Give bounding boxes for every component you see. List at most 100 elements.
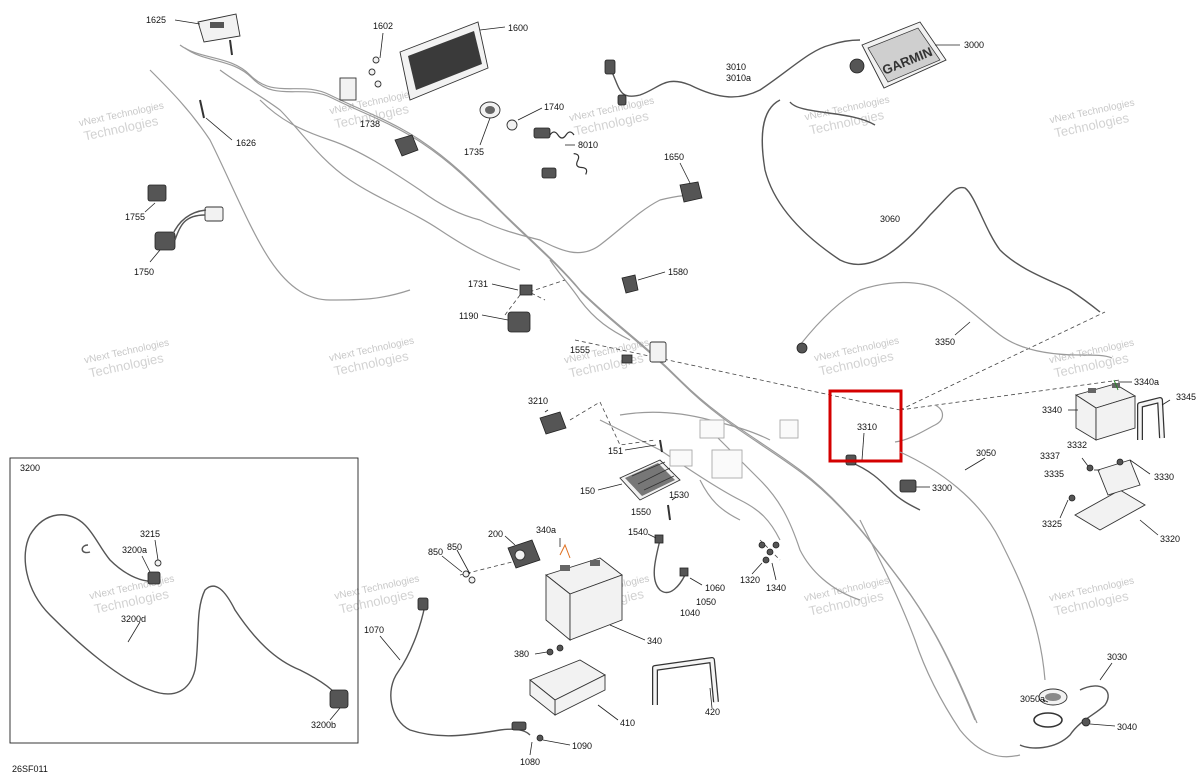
callout-340: 340 [647, 636, 662, 646]
callout-1735: 1735 [464, 147, 484, 157]
display-unit-1600 [399, 21, 506, 101]
callout-3200b: 3200b [311, 720, 336, 730]
figure-code: 26SF011 [12, 764, 48, 774]
callout-3000: 3000 [964, 40, 984, 50]
screw-151 [624, 439, 663, 453]
callout-150: 150 [580, 486, 595, 496]
callout-3335: 3335 [1044, 469, 1064, 479]
callout-1731: 1731 [468, 279, 488, 289]
connector-1190 [481, 311, 531, 333]
cable-3030 [1019, 662, 1113, 749]
callout-3310: 3310 [857, 422, 877, 432]
module-3210 [539, 409, 567, 435]
callout-420: 420 [705, 707, 720, 717]
cable-3350 [796, 281, 1113, 359]
callout-1755: 1755 [125, 212, 145, 222]
callout-1320: 1320 [740, 575, 760, 585]
callout-1650: 1650 [664, 152, 684, 162]
central-modules [669, 419, 799, 479]
connector-1555 [621, 341, 667, 364]
hold-down-strap-420 [652, 657, 719, 709]
callout-3320: 3320 [1160, 534, 1180, 544]
callout-3325: 3325 [1042, 519, 1062, 529]
callout-1626: 1626 [236, 138, 256, 148]
callout-3337: 3337 [1040, 451, 1060, 461]
highlight-box-3310 [828, 389, 903, 463]
callout-3010a: 3010a [726, 73, 751, 83]
vent-tube-340a [559, 538, 571, 559]
screw-3040 [1081, 717, 1116, 727]
callout-1060: 1060 [705, 583, 725, 593]
callout-3215: 3215 [140, 529, 160, 539]
battery-tray-410 [529, 644, 619, 721]
callout-1555: 1555 [570, 345, 590, 355]
connector-1738 [339, 77, 419, 157]
ground-cable-1040 [647, 533, 703, 594]
callout-3060: 3060 [880, 214, 900, 224]
callout-3200a: 3200a [122, 545, 147, 555]
tray-3320 [1059, 457, 1159, 536]
fasteners-1320-1340 [751, 541, 780, 581]
callout-1190: 1190 [459, 311, 478, 321]
callout-3330: 3330 [1154, 472, 1174, 482]
nuts-850 [441, 549, 476, 584]
starter-solenoid-200 [504, 535, 541, 569]
callout-3050a: 3050a [1020, 694, 1045, 704]
callout-3200d: 3200d [121, 614, 146, 624]
strap-3345 [1137, 397, 1171, 440]
callout-1040: 1040 [680, 608, 700, 618]
cable-3310 [845, 404, 944, 511]
callout-3350: 3350 [935, 337, 955, 347]
callout-1530: 1530 [669, 490, 689, 500]
battery-cable-1070 [379, 597, 571, 756]
inset-frame-3200 [9, 457, 359, 744]
callout-410: 410 [620, 718, 635, 728]
bolt-1626 [199, 99, 233, 141]
callout-labels: 1625 1602 1600 3010 3010a 3000 1626 1738… [121, 15, 1196, 767]
connector-1650 [679, 162, 703, 203]
callout-1740: 1740 [544, 102, 564, 112]
callout-850-right: 850 [447, 542, 462, 552]
callout-3345: 3345 [1176, 392, 1196, 402]
relay-1731 [491, 283, 533, 296]
coiled-cable-8010 [533, 127, 588, 179]
battery-340 [545, 557, 646, 641]
callout-3010: 3010 [726, 62, 746, 72]
outlet-3050a [1033, 688, 1068, 728]
vent-3340a [1113, 379, 1132, 391]
outlet-cable-3050 [899, 451, 1046, 681]
callout-1602: 1602 [373, 21, 393, 31]
callout-1340: 1340 [766, 583, 786, 593]
main-wiring-harness [149, 44, 1021, 758]
callout-3340: 3340 [1042, 405, 1062, 415]
callout-151: 151 [608, 446, 623, 456]
callout-1090: 1090 [572, 741, 592, 751]
callout-3030: 3030 [1107, 652, 1127, 662]
callout-340a: 340a [536, 525, 556, 535]
inset-title: 3200 [20, 463, 40, 473]
battery-3340 [1068, 383, 1137, 441]
callout-3332: 3332 [1067, 440, 1087, 450]
callout-1540: 1540 [628, 527, 648, 537]
callout-1050: 1050 [696, 597, 716, 607]
connector-1580 [621, 271, 666, 294]
callout-3210: 3210 [528, 396, 548, 406]
gps-cable-3010 [604, 39, 1101, 313]
callout-3050: 3050 [976, 448, 996, 458]
callout-3340a: 3340a [1134, 377, 1159, 387]
connector-3300 [899, 479, 930, 493]
callout-1600: 1600 [508, 23, 528, 33]
callout-1070: 1070 [364, 625, 384, 635]
callout-1080: 1080 [520, 757, 540, 767]
callout-200: 200 [488, 529, 503, 539]
callout-850-left: 850 [428, 547, 443, 557]
callout-3300: 3300 [932, 483, 952, 493]
fasteners-1602 [368, 32, 384, 88]
module-1625 [174, 13, 241, 56]
watermark-layer: vNext Technologies Technologies vNext Te… [78, 88, 1136, 618]
socket-1735 [479, 101, 501, 146]
voltage-regulator-150 [597, 459, 681, 501]
garmin-gps-unit-3000: GARMIN [849, 21, 960, 89]
callout-1625: 1625 [146, 15, 166, 25]
callout-3040: 3040 [1117, 722, 1137, 732]
